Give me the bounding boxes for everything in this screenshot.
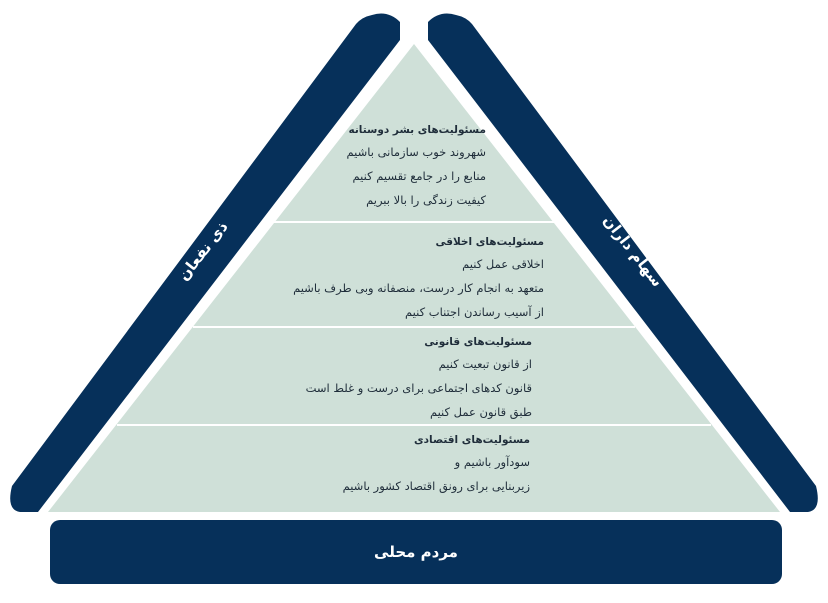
tier-item: زیربنایی برای رونق اقتصاد کشور باشیم (342, 479, 530, 493)
tier-item: اخلاقی عمل کنیم (462, 257, 544, 271)
tier-item: از آسیب رساندن اجتناب کنیم (405, 305, 544, 319)
tier-item: طبق قانون عمل کنیم (429, 405, 532, 419)
tier-item: از قانون تبعیت کنیم (438, 357, 532, 371)
tier-legal: مسئولیت‌های قانونی از قانون تبعیت کنیم ق… (240, 336, 532, 424)
pyramid-fill (48, 44, 780, 512)
tier-title: مسئولیت‌های بشر دوستانه (348, 124, 487, 136)
right-band (428, 13, 818, 512)
tier-ethical: مسئولیت‌های اخلاقی اخلاقی عمل کنیم متعهد… (240, 236, 544, 324)
tier-item: سودآور باشیم و (454, 455, 530, 469)
tier-item: قانون کدهای اجتماعی برای درست و غلط است (305, 381, 532, 395)
tier-item: شهروند خوب سازمانی باشیم (346, 145, 486, 159)
tier-title: مسئولیت‌های قانونی (424, 336, 532, 348)
tier-economic: مسئولیت‌های اقتصادی سودآور باشیم و زیربن… (240, 434, 530, 498)
left-band (10, 13, 400, 512)
tier-item: منابع را در جامع تقسیم کنیم (352, 169, 486, 183)
tier-philanthropic: مسئولیت‌های بشر دوستانه شهروند خوب سازما… (300, 124, 486, 212)
tier-item: متعهد به انجام کار درست، منصفانه وبی طرف… (293, 281, 544, 295)
tier-title: مسئولیت‌های اقتصادی (414, 434, 530, 446)
tier-item: کیفیت زندگی را بالا ببریم (366, 193, 486, 207)
base-label: مردم محلی (374, 543, 458, 561)
base-bar (50, 520, 782, 584)
tier-title: مسئولیت‌های اخلاقی (435, 236, 544, 248)
